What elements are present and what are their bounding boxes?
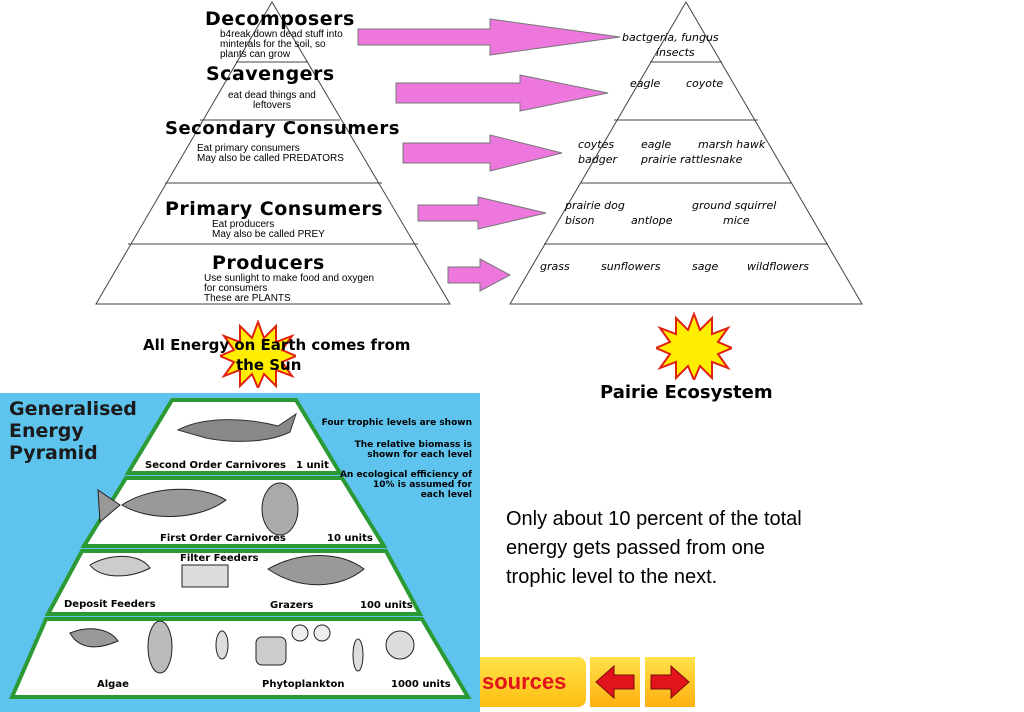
- eco-prairie-dog: prairie dog: [565, 199, 625, 212]
- level-desc-secondary-consumers: Eat primary consumers May also be called…: [197, 143, 344, 164]
- phytoplankton-icon-6: [215, 630, 229, 660]
- eco-ground-squirrel: ground squirrel: [692, 199, 777, 212]
- eco-marsh-hawk: marsh hawk: [698, 138, 766, 151]
- eco-coyote: coyote: [686, 77, 724, 90]
- tier-3-grazers: Grazers: [270, 600, 314, 611]
- grazer-fish-icon: [267, 555, 365, 586]
- level-desc-scavengers: eat dead things and leftovers: [228, 90, 316, 111]
- tier-2-left: First Order Carnivores: [160, 533, 286, 544]
- level-title-primary-consumers: Primary Consumers: [165, 198, 384, 220]
- tier-4-left: Algae: [97, 679, 129, 690]
- back-button[interactable]: [590, 657, 640, 707]
- sun-icon-ecosystem: [656, 312, 732, 380]
- tier-4-middle: Phytoplankton: [262, 679, 345, 690]
- phytoplankton-icon-5: [313, 624, 331, 642]
- level-title-scavengers: Scavengers: [206, 63, 335, 85]
- eco-grass: grass: [540, 260, 570, 273]
- tier-3-middle: Filter Feeders: [180, 553, 259, 564]
- note-trophic-levels: Four trophic levels are shown: [321, 418, 472, 428]
- phytoplankton-icon-2: [255, 636, 287, 666]
- level-title-secondary-consumers: Secondary Consumers: [165, 118, 400, 139]
- arrow-primary: [417, 196, 547, 230]
- level-title-decomposers: Decomposers: [205, 8, 355, 30]
- filter-feeder-icon: [181, 564, 229, 588]
- eco-sunflowers: sunflowers: [601, 260, 661, 273]
- ecosystem-caption: Pairie Ecosystem: [600, 382, 773, 403]
- arrow-left-icon: [595, 664, 635, 700]
- energy-caption: All Energy on Earth comes from: [143, 336, 411, 354]
- arrow-secondary: [402, 134, 563, 172]
- arrow-scavengers: [395, 74, 609, 112]
- eco-eagle-2: eagle: [641, 138, 672, 151]
- level-desc-decomposers: b4reak down dead stuff into minterals fo…: [220, 29, 343, 60]
- energy-pyramid-title-3: Pyramid: [9, 442, 98, 464]
- fish-icon: [97, 488, 227, 524]
- tier-1-right: 1 unit: [296, 460, 329, 471]
- tier-1-left: Second Order Carnivores: [145, 460, 286, 471]
- shark-icon: [176, 412, 297, 442]
- sources-button[interactable]: sources: [480, 657, 586, 707]
- eco-insects: insects: [656, 46, 695, 59]
- arrow-right-icon: [650, 664, 690, 700]
- energy-pyramid-title-1: Generalised: [9, 398, 137, 420]
- eco-sage: sage: [692, 260, 719, 273]
- energy-caption-sun: the Sun: [236, 356, 302, 374]
- phytoplankton-icon-1: [147, 620, 173, 674]
- tier-3-left: Deposit Feeders: [64, 599, 156, 610]
- eco-antlope: antlope: [631, 214, 673, 227]
- arrow-decomposers: [357, 18, 621, 56]
- level-title-producers: Producers: [212, 252, 325, 274]
- phytoplankton-icon-3: [385, 630, 415, 660]
- note-biomass: The relative biomass is shown for each l…: [354, 440, 472, 460]
- eco-bison: bison: [565, 214, 595, 227]
- phytoplankton-icon-7: [352, 638, 364, 672]
- phytoplankton-icon-4: [291, 624, 309, 642]
- eco-eagle-1: eagle: [630, 77, 661, 90]
- ecosystem-pyramid-shape: [509, 1, 863, 305]
- tier-3-right: 100 units: [360, 600, 413, 611]
- arrows-group: [357, 18, 621, 292]
- arrow-producers: [447, 258, 512, 292]
- energy-pyramid-shape: [8, 398, 472, 699]
- crab-icon: [89, 555, 151, 577]
- level-desc-primary-consumers: Eat producers May also be called PREY: [212, 219, 325, 240]
- eco-decomposers: bactgeria, fungus: [622, 31, 719, 44]
- forward-button[interactable]: [645, 657, 695, 707]
- energy-pyramid-title-2: Energy: [9, 420, 84, 442]
- sun-icon: [220, 320, 296, 388]
- eco-mice: mice: [723, 214, 750, 227]
- eco-wildflowers: wildflowers: [747, 260, 809, 273]
- eco-coytes: coytes: [578, 138, 615, 151]
- trophic-pyramid-shape: [95, 1, 451, 305]
- eco-rattlesnake: prairie rattlesnake: [641, 153, 743, 166]
- algae-icon: [69, 628, 119, 648]
- coral-icon: [261, 482, 299, 536]
- note-efficiency: An ecological efficiency of 10% is assum…: [339, 470, 472, 500]
- level-desc-producers: Use sunlight to make food and oxygen for…: [204, 273, 375, 304]
- tier-2-right: 10 units: [327, 533, 373, 544]
- info-paragraph: Only about 10 percent of the total energ…: [506, 508, 802, 588]
- eco-badger: badger: [578, 153, 617, 166]
- tier-4-right: 1000 units: [391, 679, 451, 690]
